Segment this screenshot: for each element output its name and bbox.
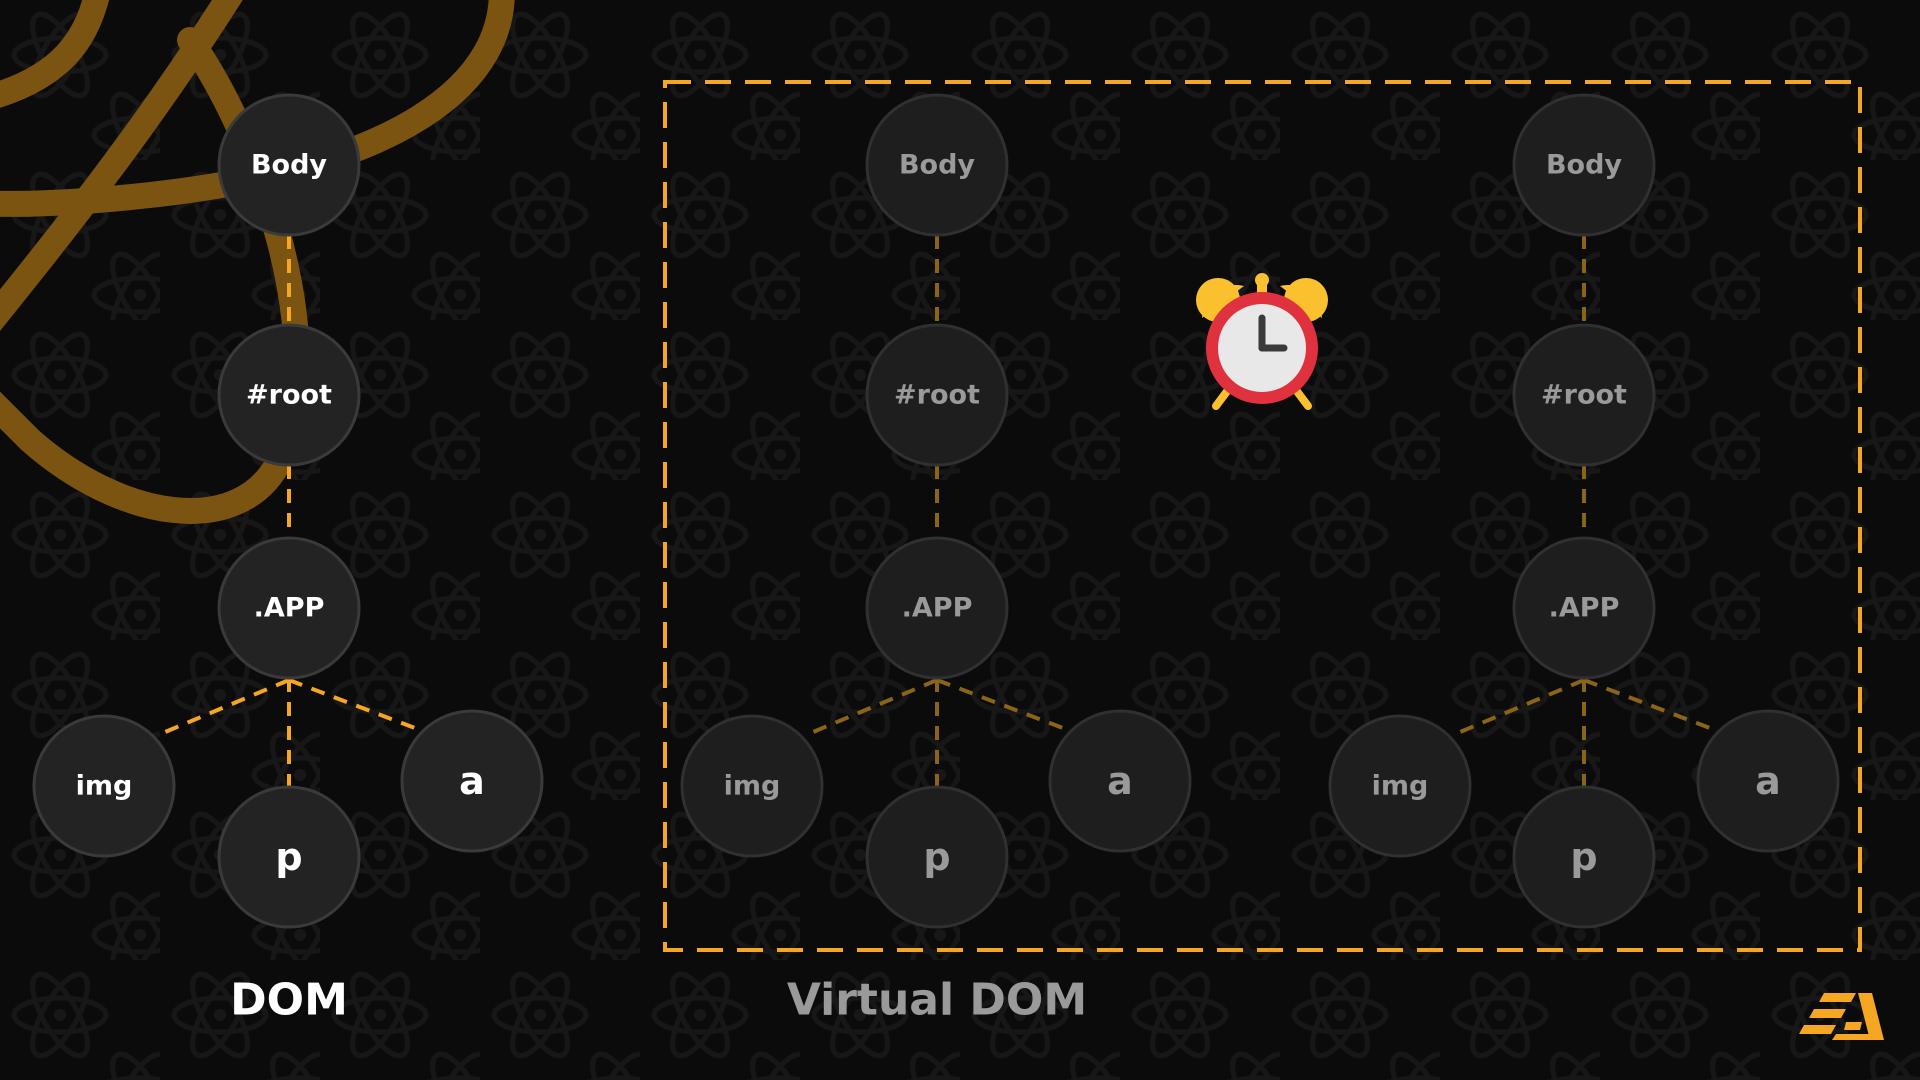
virtual-1-node-body[interactable]: Body bbox=[865, 93, 1009, 237]
virtual-2-node-root[interactable]: #root bbox=[1512, 323, 1656, 467]
virtual-1-node-root-label: #root bbox=[894, 380, 980, 411]
virtual-1-node-a-label: a bbox=[1107, 759, 1133, 803]
virtual-2-node-img[interactable]: img bbox=[1328, 714, 1472, 858]
dom-node-img-label: img bbox=[76, 771, 133, 802]
dom-node-p-label: p bbox=[275, 835, 302, 879]
virtual-2-node-img-label: img bbox=[1372, 771, 1429, 802]
virtual-2-node-a-label: a bbox=[1755, 759, 1781, 803]
brand-logo-icon bbox=[1799, 993, 1884, 1040]
virtual-tree-2: Body #root .APP img p a bbox=[1328, 93, 1840, 929]
virtual-dom-frame bbox=[663, 80, 1862, 952]
virtual-1-node-img[interactable]: img bbox=[680, 714, 824, 858]
dom-tree-connectors bbox=[157, 235, 421, 786]
virtual-tree-1-connectors bbox=[805, 235, 1069, 786]
virtual-1-node-app[interactable]: .APP bbox=[865, 536, 1009, 680]
virtual-1-node-img-label: img bbox=[724, 771, 781, 802]
virtual-2-node-body-label: Body bbox=[1546, 150, 1622, 181]
alarm-clock-icon bbox=[1196, 273, 1328, 410]
dom-node-a[interactable]: a bbox=[400, 709, 544, 853]
virtual-2-node-app-label: .APP bbox=[1549, 593, 1620, 624]
dom-node-p[interactable]: p bbox=[217, 785, 361, 929]
virtual-2-node-a[interactable]: a bbox=[1696, 709, 1840, 853]
virtual-2-node-p-label: p bbox=[1570, 835, 1597, 879]
dom-node-img[interactable]: img bbox=[32, 714, 176, 858]
dom-node-body-label: Body bbox=[251, 150, 327, 181]
virtual-tree-2-connectors bbox=[1452, 235, 1716, 786]
dom-node-root[interactable]: #root bbox=[217, 323, 361, 467]
virtual-tree-1: Body #root .APP img p a bbox=[680, 93, 1192, 929]
virtual-1-node-p-label: p bbox=[923, 835, 950, 879]
dom-node-app-label: .APP bbox=[254, 593, 325, 624]
dom-node-app[interactable]: .APP bbox=[217, 536, 361, 680]
dom-caption: DOM bbox=[230, 975, 348, 1026]
virtual-1-node-a[interactable]: a bbox=[1048, 709, 1192, 853]
virtual-1-node-app-label: .APP bbox=[902, 593, 973, 624]
virtual-2-node-p[interactable]: p bbox=[1512, 785, 1656, 929]
virtual-1-node-body-label: Body bbox=[899, 150, 975, 181]
dom-node-body[interactable]: Body bbox=[217, 93, 361, 237]
virtual-1-node-root[interactable]: #root bbox=[865, 323, 1009, 467]
dom-node-root-label: #root bbox=[246, 380, 332, 411]
dom-tree: Body #root .APP img p a bbox=[32, 93, 544, 929]
dom-node-a-label: a bbox=[459, 759, 485, 803]
virtual-1-node-p[interactable]: p bbox=[865, 785, 1009, 929]
virtual-2-node-root-label: #root bbox=[1541, 380, 1627, 411]
virtual-dom-caption: Virtual DOM bbox=[787, 975, 1087, 1026]
virtual-2-node-app[interactable]: .APP bbox=[1512, 536, 1656, 680]
virtual-2-node-body[interactable]: Body bbox=[1512, 93, 1656, 237]
